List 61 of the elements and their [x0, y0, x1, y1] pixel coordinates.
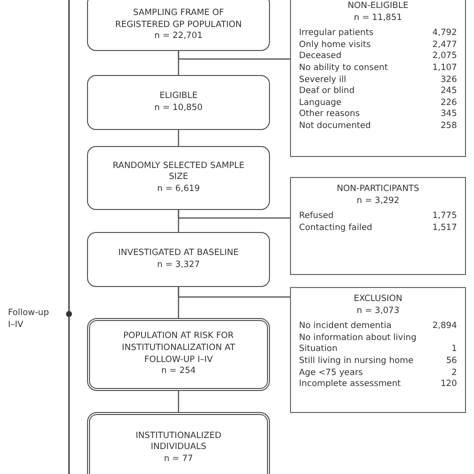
count-text: n = 22,701 — [154, 31, 203, 43]
exclusion-box — [290, 0, 466, 157]
reason-text: No information about living Situation — [299, 332, 418, 356]
reason-text: Age <75 years — [299, 368, 363, 380]
count-text: 258 — [440, 120, 457, 133]
count-text: 2,894 — [432, 321, 457, 333]
reason-text: Severely ill — [299, 74, 346, 86]
count-text: 1,107 — [432, 62, 457, 75]
box-heading: INVESTIGATED AT BASELINE — [118, 248, 239, 260]
connector-line — [178, 391, 180, 412]
process-box — [87, 0, 270, 51]
reason-text: Only home visits — [299, 40, 371, 52]
reason-text: Deceased — [299, 51, 342, 63]
box-heading: EXCLUSION — [354, 294, 402, 306]
count-text: 120 — [440, 379, 457, 391]
reason-text: Irregular patients — [299, 28, 374, 40]
count-text: 1,517 — [432, 222, 457, 234]
count-text: 4,792 — [432, 28, 457, 40]
box-heading: ELIGIBLE — [159, 90, 198, 102]
connector-line — [178, 51, 290, 60]
count-text: n = 3,073 — [356, 306, 400, 318]
count-text: 226 — [440, 98, 457, 110]
exclusion-box — [290, 177, 466, 275]
count-text: 2 — [452, 368, 457, 380]
connector-line — [178, 287, 290, 298]
count-text: n = 6,619 — [157, 184, 200, 196]
reason-text: Incomplete assessment — [299, 379, 401, 391]
count-text: 345 — [440, 109, 457, 121]
reason-text: Refused — [299, 211, 334, 223]
timeline-label: Follow-up I–IV — [8, 308, 50, 332]
reason-text: Still living in nursing home — [299, 356, 414, 368]
reason-text: No ability to consent — [299, 62, 388, 75]
count-text: 2,477 — [432, 40, 457, 52]
count-text: n = 3,292 — [356, 196, 400, 208]
process-box — [87, 232, 270, 287]
reason-text: Language — [299, 98, 342, 110]
reason-text: Contacting failed — [299, 222, 372, 234]
count-text: 245 — [440, 86, 457, 98]
reason-text: Not documented — [299, 120, 371, 133]
process-box — [87, 75, 270, 130]
connector-line — [178, 210, 290, 219]
process-box — [87, 146, 270, 210]
process-box — [87, 412, 270, 474]
count-text: 56 — [446, 356, 457, 368]
count-text: n = 77 — [164, 454, 194, 466]
count-text: n = 11,851 — [354, 12, 402, 24]
count-text: 1,775 — [432, 211, 457, 223]
exclusion-box — [290, 287, 466, 413]
count-text: n = 254 — [161, 366, 196, 378]
reason-text: No incident dementia — [299, 321, 392, 333]
count-text: n = 10,850 — [154, 102, 203, 114]
connector-line — [178, 130, 180, 146]
count-text: 1 — [452, 344, 457, 356]
reason-text: Other reasons — [299, 109, 360, 121]
count-text: n = 3,327 — [157, 260, 200, 272]
process-box — [87, 318, 270, 391]
count-text: 326 — [440, 74, 457, 86]
count-text: 2,075 — [432, 51, 457, 63]
box-heading: NON-ELIGIBLE — [348, 1, 408, 13]
box-heading: NON-PARTICIPANTS — [336, 184, 420, 196]
reason-text: Deaf or blind — [299, 86, 355, 98]
